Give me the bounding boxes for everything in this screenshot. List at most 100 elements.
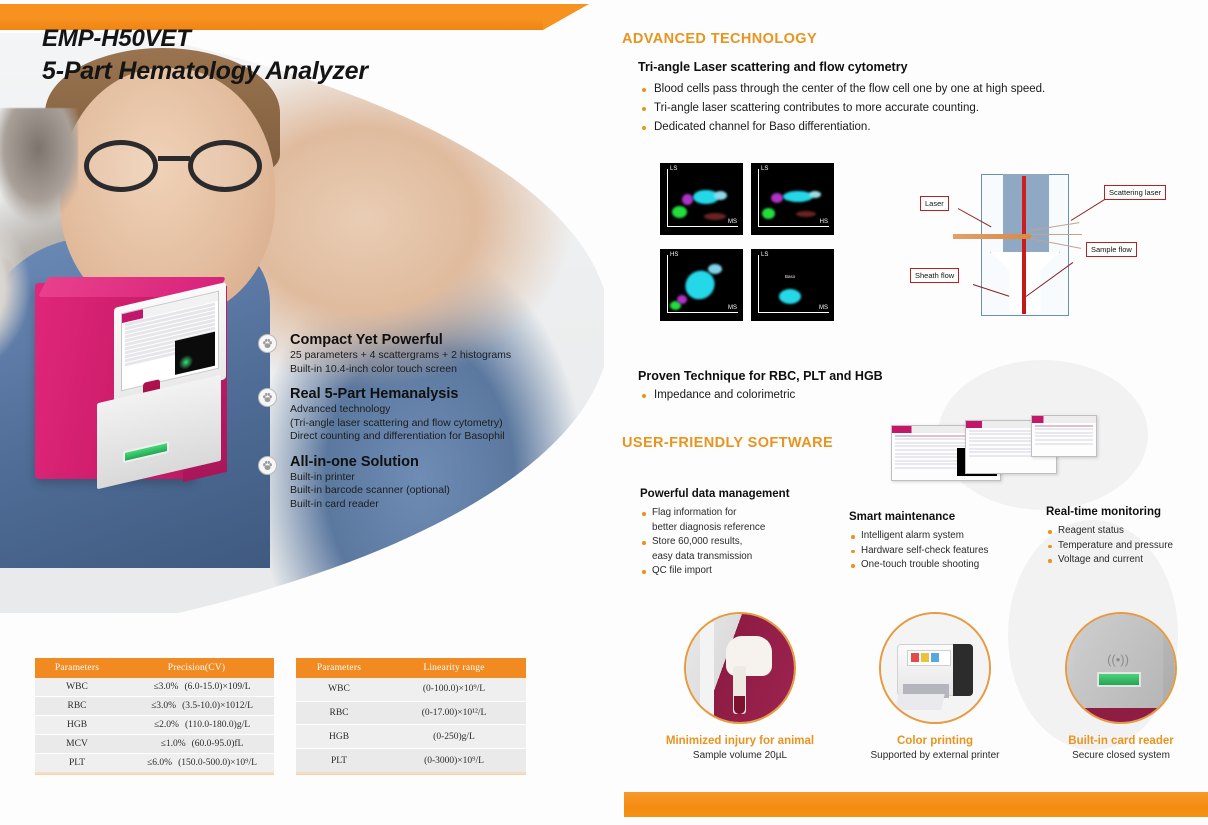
product-model: EMP-H50VET xyxy=(42,25,191,52)
scattergram-y-label: HS xyxy=(670,252,679,258)
paw-print-icon xyxy=(258,334,277,353)
feature-line: 25 parameters + 4 scattergrams + 2 histo… xyxy=(290,349,512,361)
paw-print-icon xyxy=(258,388,277,407)
feature-line: Built-in card reader xyxy=(290,497,379,510)
highlight-minimized-injury: Minimized injury for animal Sample volum… xyxy=(642,612,838,761)
highlight-color-printing: Color printing Supported by external pri… xyxy=(837,612,1033,761)
cell-precision: ≤3.0%(3.5-10.0)×1012/L xyxy=(119,696,274,716)
column-heading: Smart maintenance xyxy=(849,511,956,523)
section-title-user-friendly-software: USER-FRIENDLY SOFTWARE xyxy=(622,435,834,451)
device-touchscreen xyxy=(121,290,219,392)
bullet-item: Impedance and colorimetric xyxy=(640,386,1040,405)
feature-line: (Tri-angle laser scattering and flow cyt… xyxy=(290,416,503,429)
column-bullet: QC file import xyxy=(640,564,840,579)
highlight-title: Color printing xyxy=(896,735,973,747)
column-bullet: Temperature and pressure xyxy=(1046,539,1208,554)
column-bullet-cont: better diagnosis reference xyxy=(652,521,766,533)
advanced-bullet-list: Blood cells pass through the center of t… xyxy=(640,80,1200,137)
software-column-data-management: Powerful data management Flag informatio… xyxy=(640,488,840,579)
linearity-table: Parameters Linearity range WBC (0-100.0)… xyxy=(296,658,526,775)
bullet-item: Tri-angle laser scattering contributes t… xyxy=(640,99,1200,118)
feature-line: Built-in printer xyxy=(290,470,355,483)
column-bullet: Intelligent alarm system xyxy=(849,529,1039,544)
cell-param: RBC xyxy=(296,701,382,726)
column-bullet: Reagent status xyxy=(1046,524,1208,539)
cell-param: MCV xyxy=(35,734,119,754)
scattergram-y-label: LS xyxy=(670,166,678,172)
veterinarian-face xyxy=(60,68,275,318)
card-reader-icon: ((•)) xyxy=(1065,612,1177,724)
column-bullet: One-touch trouble shooting xyxy=(849,558,1039,573)
scattergram-x-label: MS xyxy=(728,219,737,225)
printer-icon xyxy=(879,612,991,724)
scattergram-wbc: LS HS xyxy=(751,163,834,235)
scattergram-y-label: LS xyxy=(761,252,769,258)
cell-param: PLT xyxy=(296,748,382,775)
table-row: RBC (0-17.00)×10¹²/L xyxy=(296,701,526,726)
table-row: WBC ≤3.0%(6.0-15.0)×109/L xyxy=(35,678,274,697)
paw-print-icon xyxy=(258,455,277,475)
highlight-card-reader: ((•)) Built-in card reader Secure closed… xyxy=(1023,612,1208,761)
scattergram-y-label: LS xyxy=(761,166,769,172)
table-row: HGB ≤2.0%(110.0-180.0)g/L xyxy=(35,715,274,735)
software-column-realtime-monitoring: Real-time monitoring Reagent status Temp… xyxy=(1046,506,1208,568)
column-bullet: Hardware self-check features xyxy=(849,544,1039,559)
column-bullet: Flag information for xyxy=(640,506,840,521)
laser-beam xyxy=(953,234,1031,239)
table-row: HGB (0-250)g/L xyxy=(296,724,526,750)
label-laser: Laser xyxy=(920,196,949,211)
feature-item-allinone: All-in-one Solution Built-in printer Bui… xyxy=(258,453,558,512)
highlight-title: Built-in card reader xyxy=(1068,735,1174,747)
cell-param: RBC xyxy=(35,696,119,716)
highlight-title: Minimized injury for animal xyxy=(665,735,815,747)
eyeglasses-icon xyxy=(84,140,274,192)
software-column-smart-maintenance: Smart maintenance Intelligent alarm syst… xyxy=(849,511,1039,573)
cell-param: PLT xyxy=(35,753,119,774)
top-banner-angle xyxy=(543,4,589,30)
feature-line: Direct counting and differentiation for … xyxy=(290,430,505,442)
column-bullet-cont: easy data transmission xyxy=(652,550,753,562)
status-led-indicator xyxy=(123,440,169,464)
feature-line: Built-in barcode scanner (optional) xyxy=(290,484,450,496)
section-title-advanced-technology: ADVANCED TECHNOLOGY xyxy=(622,31,818,47)
column-heading: Real-time monitoring xyxy=(1046,506,1162,518)
top-orange-banner xyxy=(0,4,543,30)
bullet-item: Dedicated channel for Baso differentiati… xyxy=(640,118,1200,137)
label-sample-flow: Sample flow xyxy=(1086,242,1137,257)
subsection-title-laser-scattering: Tri-angle Laser scattering and flow cyto… xyxy=(638,60,908,74)
precision-table: Parameters Precision(CV) WBC ≤3.0%(6.0-1… xyxy=(35,658,274,774)
feature-item-hemanalysis: Real 5-Part Hemanalysis Advanced technol… xyxy=(258,385,558,444)
col-header-precision: Precision(CV) xyxy=(119,658,274,678)
scattergram-x-label: MS xyxy=(728,305,737,311)
page-title: EMP-H50VET 5-Part Hematology Analyzer xyxy=(42,24,368,88)
column-heading: Powerful data management xyxy=(640,488,790,500)
pipette-sample-icon xyxy=(684,612,796,724)
scattergram-baso: LS MS Baso xyxy=(751,249,834,321)
table-row: MCV ≤1.0%(60.0-95.0)fL xyxy=(35,734,274,754)
cell-precision: ≤1.0%(60.0-95.0)fL xyxy=(119,734,274,754)
highlight-subtitle: Sample volume 20µL xyxy=(692,750,788,761)
cell-param: WBC xyxy=(296,678,382,702)
column-bullet: Voltage and current xyxy=(1046,553,1208,568)
highlight-subtitle: Supported by external printer xyxy=(870,750,1000,761)
cell-linearity: (0-100.0)×10⁹/L xyxy=(382,678,526,702)
label-sheath-flow: Sheath flow xyxy=(910,268,960,283)
scattergram-diff: LS MS xyxy=(660,163,743,235)
col-header-parameters: Parameters xyxy=(296,658,382,678)
right-column: ADVANCED TECHNOLOGY Tri-angle Laser scat… xyxy=(608,0,1208,825)
table-row: RBC ≤3.0%(3.5-10.0)×1012/L xyxy=(35,696,274,716)
proven-bullet-list: Impedance and colorimetric xyxy=(640,386,1040,405)
table-row: PLT ≤6.0%(150.0-500.0)×10⁹/L xyxy=(35,753,274,774)
cell-precision: ≤2.0%(110.0-180.0)g/L xyxy=(119,715,274,735)
product-subtitle: 5-Part Hematology Analyzer xyxy=(42,57,368,85)
scattergram-inner-label: Baso xyxy=(785,274,796,279)
feature-list: Compact Yet Powerful 25 parameters + 4 s… xyxy=(258,331,558,520)
highlight-group: Minimized injury for animal Sample volum… xyxy=(620,612,1208,787)
cell-linearity: (0-250)g/L xyxy=(382,724,526,750)
bottom-orange-banner xyxy=(624,792,1208,817)
table-row: WBC (0-100.0)×10⁹/L xyxy=(296,678,526,702)
table-row: PLT (0-3000)×10⁹/L xyxy=(296,748,526,775)
column-bullet: Store 60,000 results, xyxy=(640,535,840,550)
cell-param: HGB xyxy=(296,724,382,750)
